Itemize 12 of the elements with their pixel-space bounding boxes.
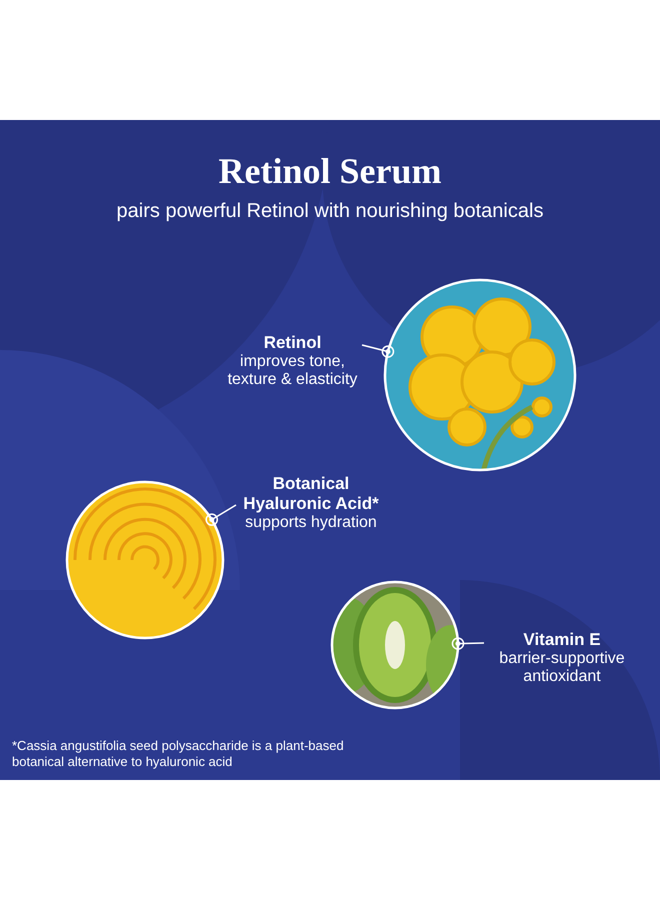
ingredient-name: Botanical Hyaluronic Acid* <box>242 474 380 514</box>
leader-line <box>206 504 236 526</box>
ingredient-description: supports hydration <box>244 514 378 532</box>
ingredient-name: Retinol <box>262 333 322 353</box>
footnote: *Cassia angustifolia seed polysaccharide is a plant-based botanical alternative to hyaluronic acid <box>12 738 345 770</box>
leader-line <box>452 637 484 650</box>
leader-line <box>362 344 394 358</box>
title: Retinol Serum <box>218 150 442 192</box>
ingredient-name: Vitamin E <box>522 630 602 650</box>
ingredient-description: barrier-supportive antioxidant <box>498 650 626 686</box>
subtitle: pairs powerful Retinol with nourishing botanicals <box>116 200 544 223</box>
ingredient-description: improves tone, texture & elasticity <box>226 353 358 389</box>
